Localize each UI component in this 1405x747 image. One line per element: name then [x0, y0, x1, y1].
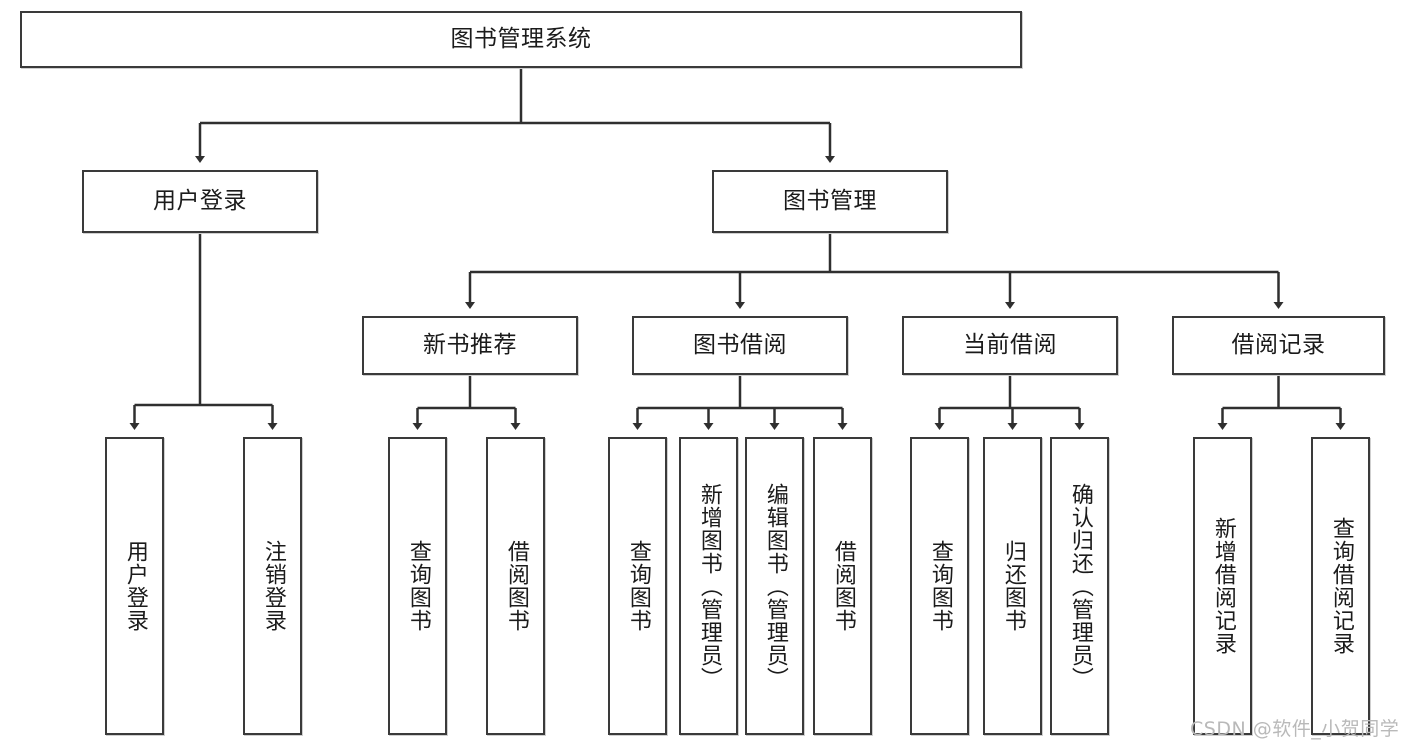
node-leaf-brw-borrow-book[interactable]: 借阅图书 — [813, 437, 872, 735]
node-label: 归还图书 — [1000, 540, 1026, 632]
node-leaf-rec-query-book[interactable]: 查询图书 — [388, 437, 447, 735]
node-leaf-rec-borrow-book[interactable]: 借阅图书 — [486, 437, 545, 735]
node-label: 新增图书（管理员） — [696, 482, 722, 690]
node-book-manage[interactable]: 图书管理 — [712, 170, 948, 233]
node-label: 编辑图书（管理员） — [762, 482, 788, 690]
node-label: 借阅图书 — [830, 540, 856, 632]
node-leaf-rec-add-record[interactable]: 新增借阅记录 — [1193, 437, 1252, 735]
node-book-borrow[interactable]: 图书借阅 — [632, 316, 848, 375]
node-leaf-brw-query-book[interactable]: 查询图书 — [608, 437, 667, 735]
node-label: 图书管理系统 — [450, 25, 592, 52]
node-leaf-rec-query-record[interactable]: 查询借阅记录 — [1311, 437, 1370, 735]
node-leaf-user-login[interactable]: 用户登录 — [105, 437, 164, 735]
node-label: 注销登录 — [260, 540, 286, 632]
node-label: 图书管理 — [783, 187, 877, 214]
node-leaf-cur-confirm-return[interactable]: 确认归还（管理员） — [1050, 437, 1109, 735]
node-label: 新书推荐 — [423, 331, 517, 358]
node-label: 借阅图书 — [503, 540, 529, 632]
node-label: 确认归还（管理员） — [1067, 482, 1093, 690]
node-label: 查询图书 — [625, 540, 651, 632]
watermark-text: CSDN @软件_小贺同学 — [1190, 718, 1400, 740]
node-label: 查询借阅记录 — [1328, 517, 1354, 655]
node-label: 查询图书 — [927, 540, 953, 632]
node-user-login[interactable]: 用户登录 — [82, 170, 318, 233]
node-leaf-cur-return-book[interactable]: 归还图书 — [983, 437, 1042, 735]
node-label: 用户登录 — [153, 187, 247, 214]
node-label: 当前借阅 — [963, 331, 1057, 358]
node-label: 新增借阅记录 — [1210, 517, 1236, 655]
node-leaf-user-logout[interactable]: 注销登录 — [243, 437, 302, 735]
node-new-book-recommend[interactable]: 新书推荐 — [362, 316, 578, 375]
node-root[interactable]: 图书管理系统 — [20, 11, 1022, 68]
node-label: 用户登录 — [122, 540, 148, 632]
node-current-borrow[interactable]: 当前借阅 — [902, 316, 1118, 375]
node-label: 图书借阅 — [693, 331, 787, 358]
node-leaf-brw-edit-book[interactable]: 编辑图书（管理员） — [745, 437, 804, 735]
node-label: 查询图书 — [405, 540, 431, 632]
node-borrow-record[interactable]: 借阅记录 — [1172, 316, 1385, 375]
node-label: 借阅记录 — [1231, 331, 1326, 358]
node-leaf-cur-query-book[interactable]: 查询图书 — [910, 437, 969, 735]
node-leaf-brw-add-book[interactable]: 新增图书（管理员） — [679, 437, 738, 735]
